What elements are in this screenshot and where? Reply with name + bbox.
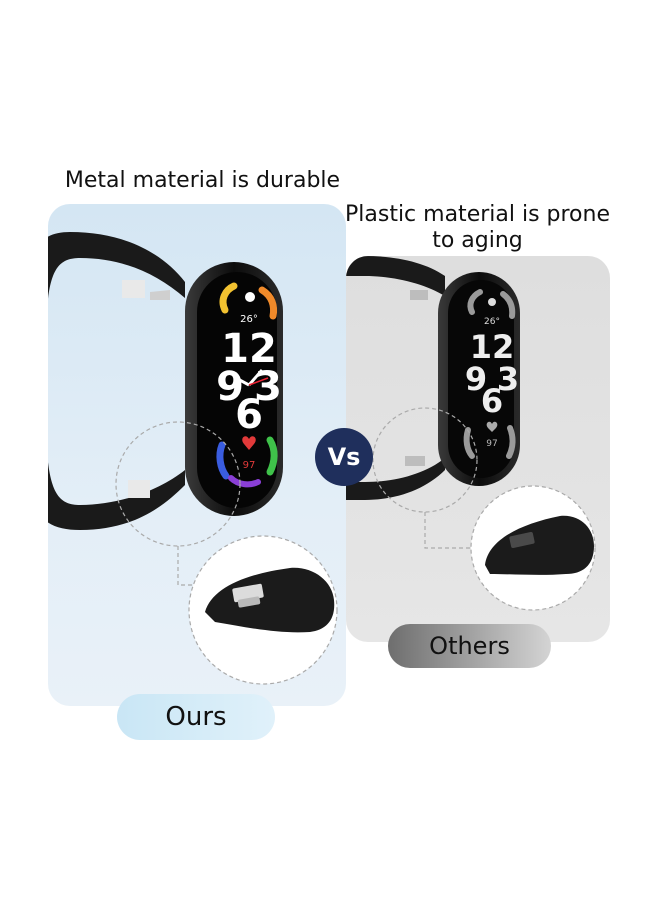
others-label: Others bbox=[388, 624, 551, 668]
ours-hour-text: 12 bbox=[221, 326, 277, 372]
ours-strap bbox=[48, 232, 185, 530]
ours-watch: 26° 12 9 3 6 97 bbox=[185, 262, 283, 516]
others-temp-text: 26° bbox=[484, 317, 500, 327]
vs-badge: Vs bbox=[315, 428, 373, 486]
others-strap bbox=[346, 256, 445, 500]
ours-heart-rate: 97 bbox=[243, 460, 256, 471]
others-digit-bottom: 6 bbox=[481, 382, 503, 420]
ours-temp-text: 26° bbox=[240, 314, 258, 325]
ours-heading: Metal material is durable bbox=[64, 168, 341, 193]
others-heading: Plastic material is prone to aging bbox=[345, 202, 610, 253]
others-digit-right: 3 bbox=[497, 360, 519, 398]
ours-digit-left: 9 bbox=[216, 364, 244, 410]
others-hour-text: 12 bbox=[470, 328, 515, 366]
heart-icon bbox=[242, 436, 256, 450]
others-connector-detail bbox=[470, 485, 596, 611]
others-heart-rate: 97 bbox=[486, 439, 497, 449]
ours-connector-detail bbox=[188, 535, 338, 685]
heart-icon bbox=[486, 421, 498, 432]
others-digit-left: 9 bbox=[465, 360, 487, 398]
others-watch: 26° 12 9 3 6 97 bbox=[438, 272, 520, 486]
ours-label: Ours bbox=[117, 694, 275, 740]
ours-digit-bottom: 6 bbox=[235, 392, 263, 438]
